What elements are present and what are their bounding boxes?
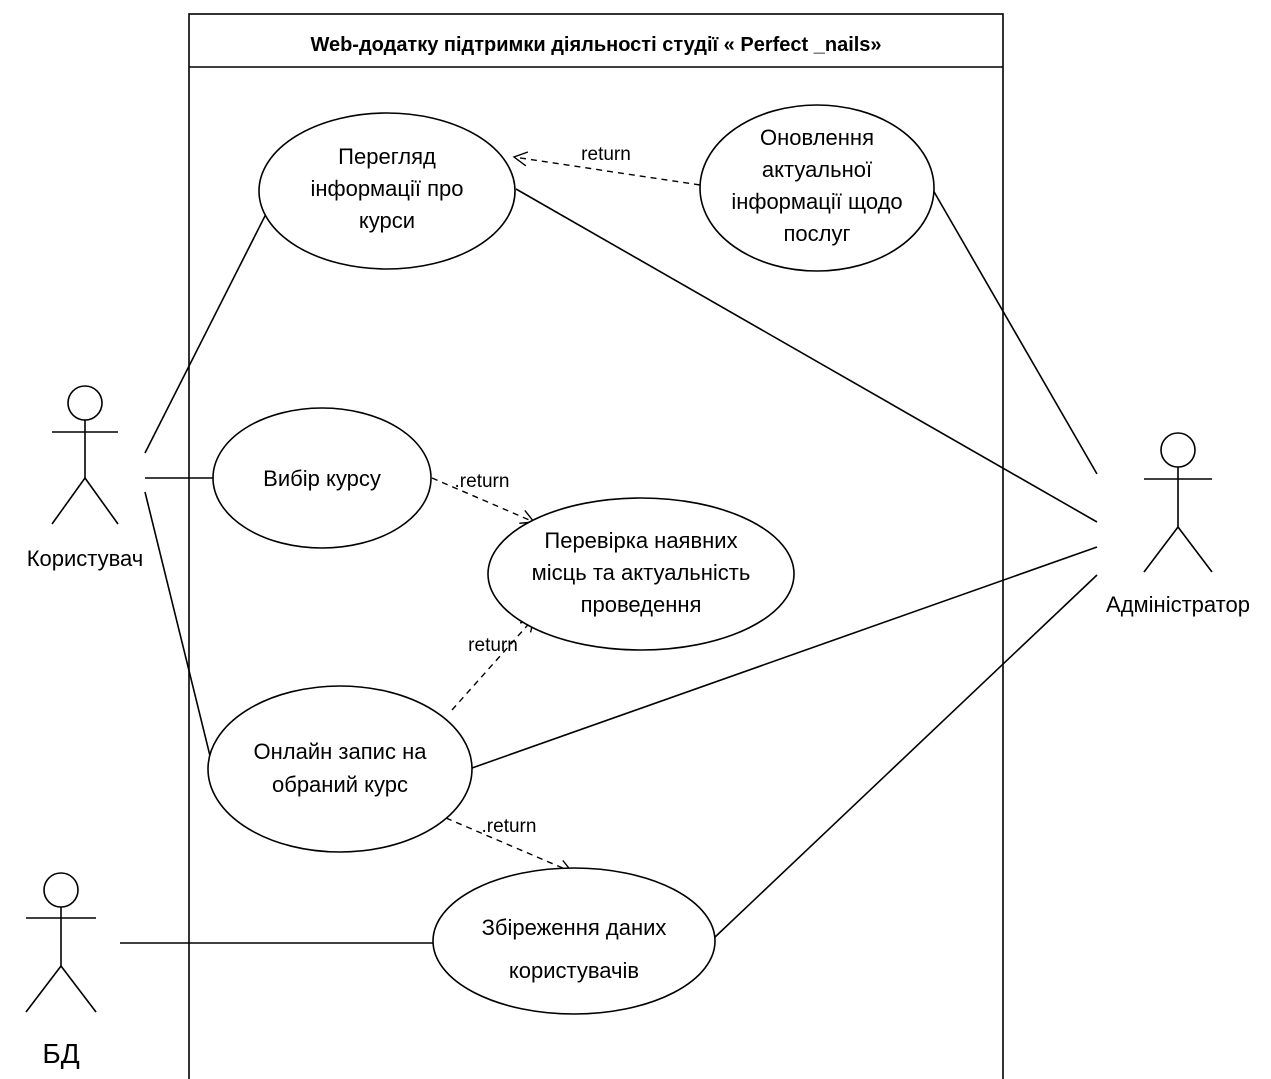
assoc-user-view-info [144, 209, 269, 454]
actor-admin-left-leg [1143, 526, 1179, 573]
dep-booking-to-save [445, 817, 574, 875]
return-label-booking-save: .return [482, 816, 537, 837]
use-case-update-info-line2: актуальної [762, 157, 872, 182]
return-label-choose-check: .return [455, 471, 510, 492]
assoc-admin-view-info [515, 188, 1098, 523]
dependencies [431, 151, 701, 875]
dep-update-to-view [512, 151, 701, 186]
actor-db-head [43, 872, 79, 908]
dep-booking-to-check [451, 616, 535, 711]
use-case-check-places: Перевірка наявних місць та актуальність … [487, 497, 795, 651]
system-frame [188, 13, 1004, 1079]
use-case-choose-course: Вибір курсу [212, 407, 432, 549]
use-case-check-places-line3: проведення [581, 592, 702, 617]
use-case-update-info-line4: послуг [783, 221, 850, 246]
associations [120, 188, 1098, 944]
actor-admin-label: Адміністратор [1106, 592, 1250, 617]
actor-user-left-leg [51, 477, 86, 525]
use-case-view-info-line2: інформації про [310, 176, 463, 201]
actor-db-label: БД [42, 1038, 79, 1069]
use-case-view-info-line3: курси [359, 208, 415, 233]
actor-admin-right-leg [1177, 526, 1213, 573]
use-case-choose-course-line1: Вибір курсу [263, 466, 381, 491]
use-case-online-booking-line2: обраний курс [272, 772, 408, 797]
dep-choose-to-check [431, 477, 536, 524]
actor-db-left-leg [25, 965, 62, 1013]
use-case-update-info-line1: Оновлення [760, 125, 874, 150]
use-case-online-booking: Онлайн запис на обраний курс [207, 685, 473, 853]
use-case-online-booking-ellipse [207, 685, 473, 853]
use-case-save-data: Збіреження даних користувачів [432, 867, 716, 1015]
use-case-update-info: Оновлення актуальної інформації щодо пос… [699, 104, 935, 272]
return-label-update-view: return [581, 144, 631, 165]
use-case-save-data-line2: користувачів [509, 958, 639, 983]
actor-user-label: Користувач [27, 546, 144, 571]
actor-db-right-leg [60, 965, 97, 1013]
use-case-check-places-line1: Перевірка наявних [544, 528, 737, 553]
assoc-admin-save-data [713, 574, 1098, 939]
actor-user-head [67, 385, 103, 421]
assoc-admin-update-info [932, 189, 1098, 475]
system-boundary: Web-додатку підтримки діяльності студії … [188, 13, 1004, 1079]
return-label-booking-check: return [468, 635, 518, 656]
use-case-update-info-line3: інформації щодо [731, 189, 902, 214]
assoc-admin-online-booking [471, 546, 1098, 769]
actor-user: Користувач [27, 385, 144, 571]
use-case-update-info-ellipse [699, 104, 935, 272]
actor-user-right-leg [84, 477, 119, 525]
use-case-check-places-line2: місць та актуальність [532, 560, 751, 585]
use-case-online-booking-line1: Онлайн запис на [254, 739, 428, 764]
use-case-save-data-ellipse [432, 867, 716, 1015]
actor-db: БД [25, 872, 97, 1069]
use-case-view-info-ellipse [258, 112, 516, 270]
actor-admin-head [1160, 432, 1196, 468]
use-case-view-info-line1: Перегляд [338, 144, 436, 169]
use-case-view-info: Перегляд інформації про курси [258, 112, 516, 270]
use-case-check-places-ellipse [487, 497, 795, 651]
system-title: Web-додатку підтримки діяльності студії … [310, 34, 881, 56]
use-case-save-data-line1: Збіреження даних [482, 915, 667, 940]
actor-admin: Адміністратор [1106, 432, 1250, 617]
assoc-user-online-booking [144, 491, 214, 769]
dependency-labels: return .return return .return [455, 144, 631, 837]
use-case-choose-course-ellipse [212, 407, 432, 549]
